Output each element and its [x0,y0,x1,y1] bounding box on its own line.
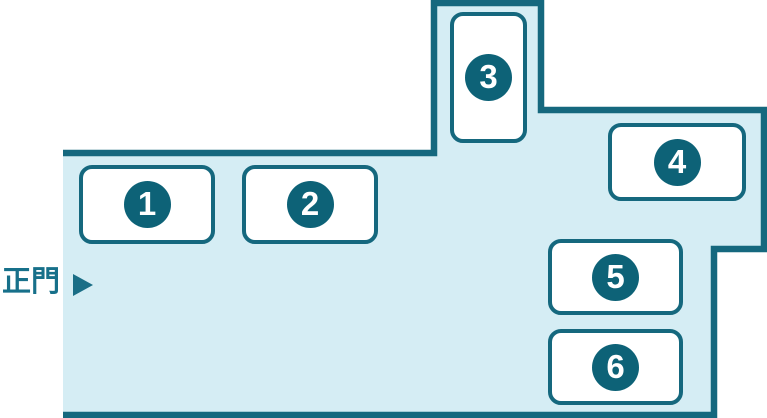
building-5-number: 5 [606,257,625,295]
building-5-badge: 5 [592,253,639,301]
building-6-card: 6 [548,329,683,405]
building-4-badge: 4 [653,138,701,186]
building-3-number: 3 [479,58,498,95]
building-6-number: 6 [606,347,625,385]
building-3-badge: 3 [465,54,512,101]
building-5-card: 5 [548,239,683,315]
grounds-outline [63,0,767,418]
gate-label: 正門 [2,266,61,298]
building-6-badge: 6 [592,343,639,391]
building-2-badge: 2 [286,181,334,228]
building-1-number: 1 [137,185,157,222]
building-1-card: 1 [79,165,215,244]
building-4-card: 4 [608,123,746,201]
building-1-badge: 1 [123,181,171,228]
building-2-card: 2 [242,165,378,244]
building-2-number: 2 [300,185,320,222]
gate-arrow-icon [73,274,93,296]
building-4-number: 4 [667,142,687,180]
building-3-card: 3 [450,12,527,143]
